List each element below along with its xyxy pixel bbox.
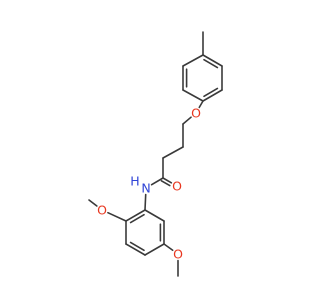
bond-ring-top-c6-ring-top-c1 <box>182 54 204 67</box>
bond-ring-bottom-c4-ring-bottom-c5 <box>144 243 165 256</box>
atom-label-carbonyl-oxygen: O <box>172 179 182 194</box>
bond-chain-c2-chain-c3 <box>162 146 184 159</box>
atom-label-amide-nitrogen: N <box>141 181 150 196</box>
atom-label-methoxy-oxygen-upper: O <box>97 203 107 218</box>
bond-ring-top-c4-ether-oxygen <box>198 100 204 109</box>
bond-ring-bottom-c5-methoxy-oxygen-lower <box>163 243 174 252</box>
molecule-svg: O O NH O O <box>88 31 223 277</box>
bond-ring-bottom-c5-ring-bottom-c6 <box>159 220 165 245</box>
atom-label-methoxy-oxygen-lower: O <box>173 247 183 262</box>
bond-methoxy-oxygen-upper-methoxy-methyl-upper <box>88 199 98 207</box>
bond-ring-bottom-c2-methoxy-oxygen-upper <box>107 211 127 222</box>
atom-label-amide-hydrogen: H <box>130 174 139 189</box>
bond-carbonyl-carbon-amide-nitrogen <box>150 177 164 186</box>
bond-ring-top-c4-ring-top-c5 <box>182 89 204 102</box>
atom-label-ether-oxygen: O <box>191 106 201 121</box>
bond-amide-nitrogen-ring-bottom-c1 <box>144 193 147 211</box>
bond-ring-bottom-c6-ring-bottom-c1 <box>144 209 165 222</box>
bond-ring-top-c3-ring-top-c4 <box>202 87 223 102</box>
bond-ring-top-c5-ring-top-c6 <box>182 65 188 91</box>
bond-ring-bottom-c1-ring-bottom-c2 <box>125 209 146 224</box>
bond-ether-oxygen-chain-c1 <box>182 116 192 125</box>
bond-ring-top-c1-ring-top-c2 <box>202 54 223 69</box>
bond-carbonyl-carbon-carbonyl-oxygen <box>160 177 173 187</box>
bond-ring-bottom-c3-ring-bottom-c4 <box>125 241 146 256</box>
